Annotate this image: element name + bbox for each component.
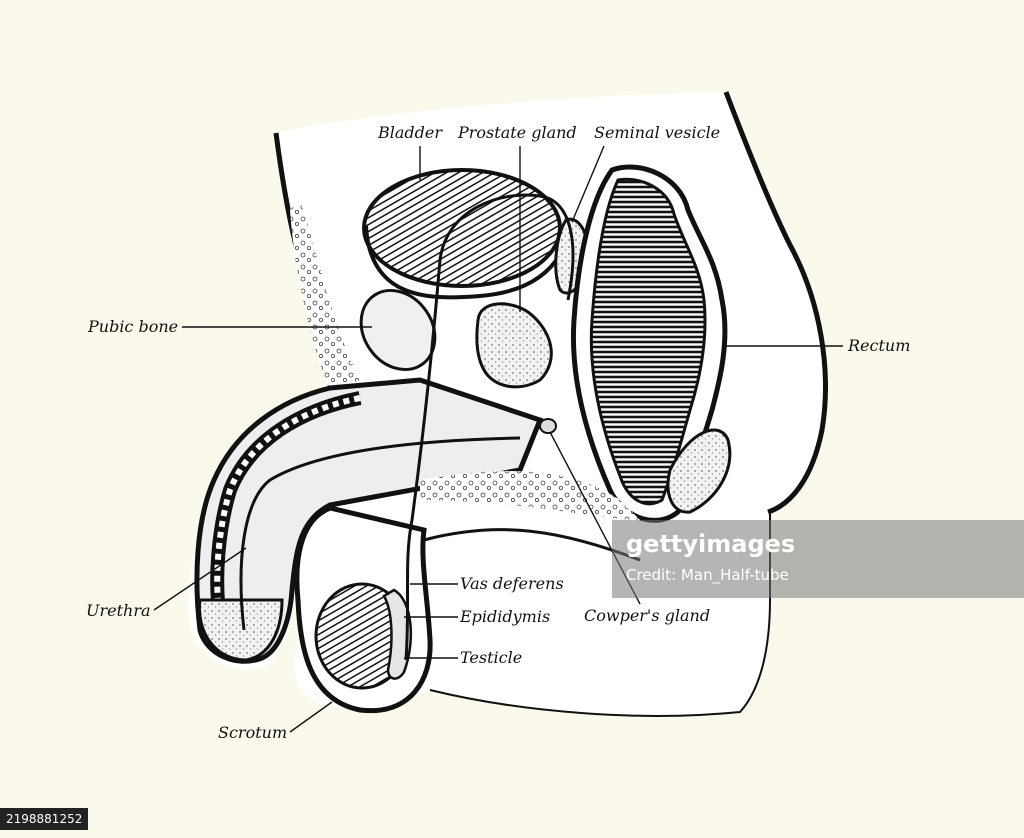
label-rectum: Rectum (848, 336, 911, 355)
perineal-tissue (420, 471, 640, 520)
leader-scrotum (289, 701, 333, 733)
bladder-wall (364, 225, 572, 300)
label-testicle: Testicle (460, 648, 523, 667)
leader-seminal-vesicle (571, 145, 605, 223)
label-cowpers-gland: Cowper's gland (584, 606, 711, 625)
glans (197, 598, 284, 662)
vas-deferens (404, 193, 575, 661)
prostate (475, 302, 553, 389)
back-contour (723, 91, 828, 515)
watermark-brand: gettyimages (626, 530, 796, 558)
pubic-bone (359, 288, 437, 372)
bladder (362, 168, 562, 288)
watermark-overlay (612, 520, 1024, 598)
lower-contour (429, 512, 771, 717)
epididymis (382, 588, 413, 680)
watermark-credit: Credit: Man_Half-tube (626, 566, 789, 584)
label-vas-deferens: Vas deferens (460, 574, 564, 593)
image-id-badge: 2198881252 (0, 808, 89, 830)
anal-canal (666, 428, 732, 514)
label-epididymis: Epididymis (460, 607, 551, 626)
pubic-tissue (290, 200, 360, 392)
label-bladder: Bladder (378, 123, 443, 142)
label-prostate-gland: Prostate gland (458, 123, 577, 142)
label-seminal-vesicle: Seminal vesicle (594, 123, 721, 142)
urethra-tube (239, 436, 521, 631)
leader-urethra (153, 547, 247, 611)
label-scrotum: Scrotum (218, 723, 288, 742)
label-pubic-bone: Pubic bone (88, 317, 179, 336)
corpus-spongiosum-inner (214, 395, 361, 621)
cowpers-gland-body (539, 418, 557, 434)
label-urethra: Urethra (86, 601, 151, 620)
